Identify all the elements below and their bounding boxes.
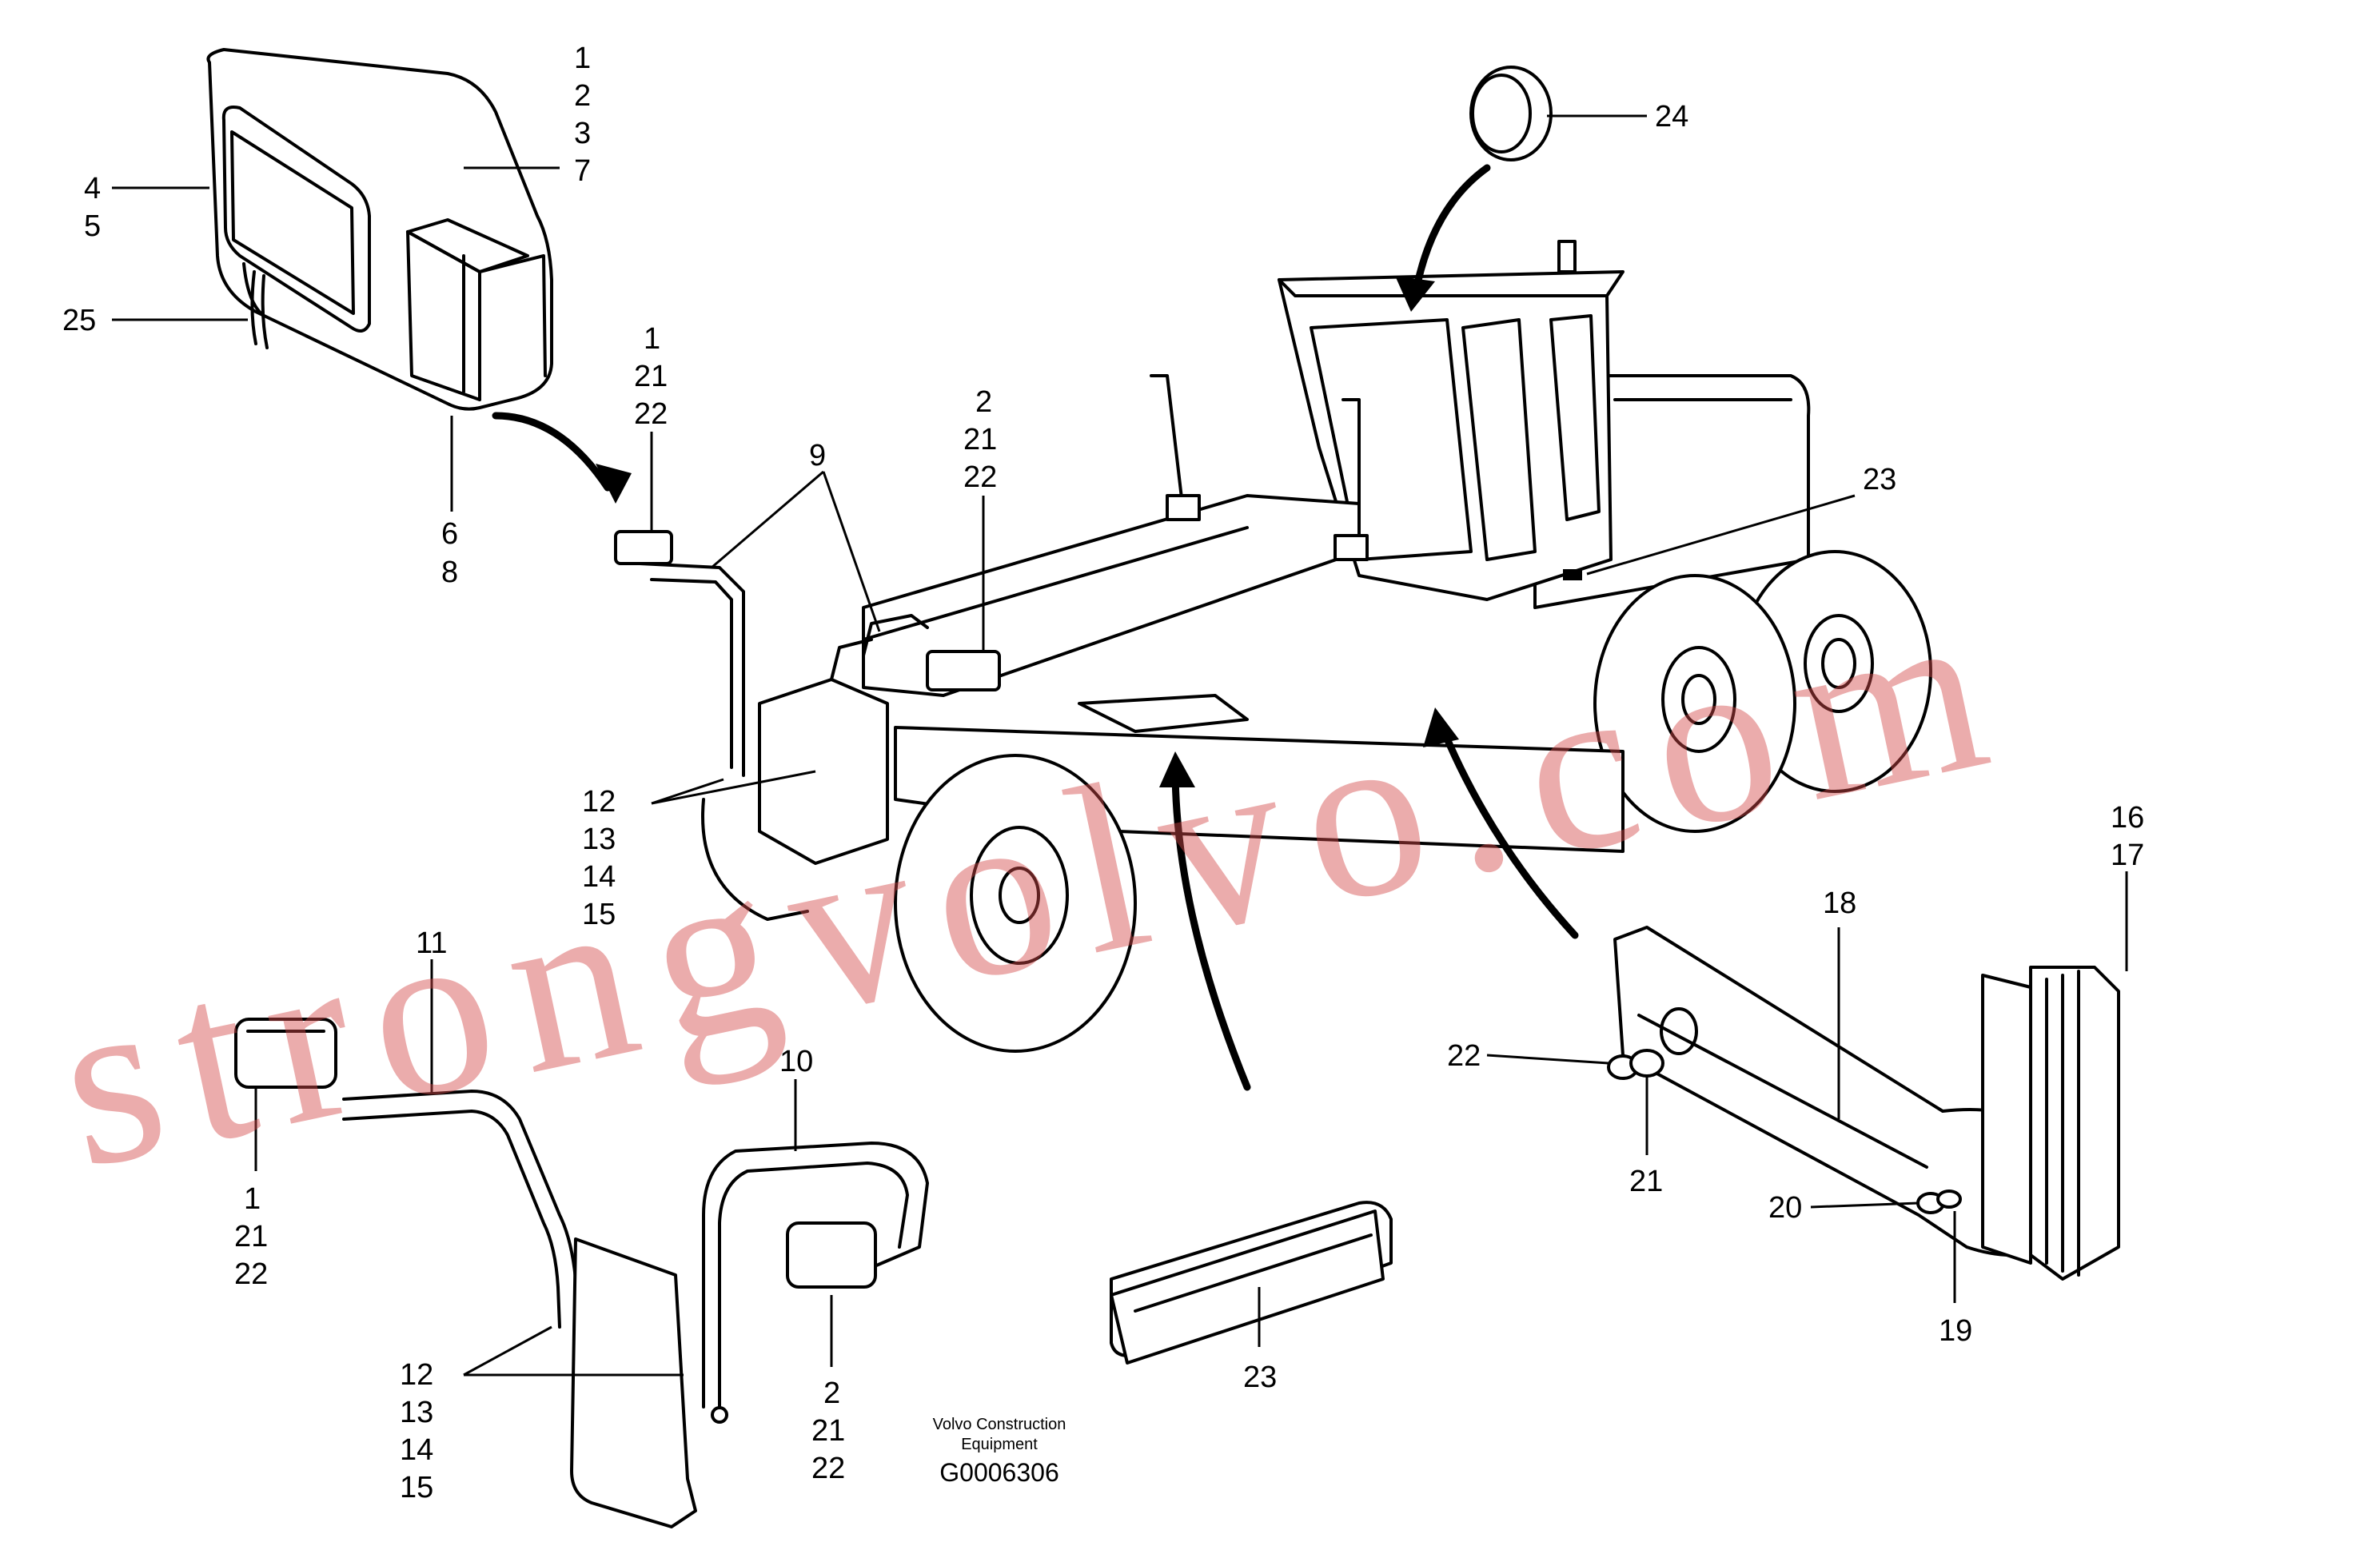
callout-22e: 22 <box>811 1452 845 1485</box>
callout-1b: 1 <box>644 322 660 356</box>
mirror-bracket-11 <box>234 1018 579 1329</box>
maker-line-1: Volvo Construction <box>933 1416 1066 1433</box>
callout-25: 25 <box>62 304 96 337</box>
callout-2: 2 <box>574 79 591 113</box>
callout-21d: 21 <box>234 1220 268 1253</box>
callout-21c: 21 <box>963 423 997 456</box>
callout-21b: 21 <box>634 360 668 393</box>
callout-12b: 12 <box>400 1358 433 1392</box>
footer: Volvo Construction Equipment G0006306 <box>933 1416 1066 1487</box>
mirror-glass-lower-left <box>570 1237 697 1528</box>
arrows <box>492 164 1579 1091</box>
callout-22d: 22 <box>234 1257 268 1291</box>
callout-11: 11 <box>416 926 447 960</box>
rear-light-16-17 <box>1981 966 2120 1281</box>
callout-6: 6 <box>441 517 458 551</box>
callout-17: 17 <box>2111 839 2144 872</box>
drawing-code: G0006306 <box>939 1458 1058 1487</box>
callout-22c: 22 <box>963 460 997 494</box>
callout-2c: 2 <box>975 385 992 419</box>
arrow-plate-to-grader <box>1171 763 1251 1091</box>
maker-line-2: Equipment <box>961 1436 1038 1453</box>
callout-15a: 15 <box>582 898 616 931</box>
callout-13a: 13 <box>582 823 616 856</box>
callout-12a: 12 <box>582 785 616 819</box>
arrow-beacon-to-cab <box>1411 164 1491 300</box>
callout-15b: 15 <box>400 1471 433 1504</box>
motor-grader <box>614 240 1932 1053</box>
callout-10: 10 <box>779 1045 813 1078</box>
beacon-dome <box>1469 66 1553 161</box>
work-light-cable <box>250 270 269 349</box>
work-light-housing <box>206 48 553 411</box>
arrow-light-to-mirror <box>492 412 612 492</box>
callout-4: 4 <box>84 172 101 205</box>
mirror-bracket-10 <box>702 1142 929 1424</box>
callout-22b: 22 <box>634 397 668 431</box>
callout-23b: 23 <box>1243 1361 1277 1394</box>
callout-2e: 2 <box>823 1377 840 1410</box>
callout-18: 18 <box>1823 887 1856 920</box>
callout-19: 19 <box>1939 1314 1972 1348</box>
callout-3: 3 <box>574 117 591 150</box>
callout-21f: 21 <box>1629 1165 1663 1198</box>
callout-20: 20 <box>1768 1191 1802 1225</box>
callout-24: 24 <box>1655 100 1688 133</box>
callout-23a: 23 <box>1863 463 1896 496</box>
callout-14b: 14 <box>400 1433 433 1467</box>
callout-14a: 14 <box>582 860 616 894</box>
callout-13b: 13 <box>400 1396 433 1429</box>
callout-1: 1 <box>574 42 591 75</box>
callout-5: 5 <box>84 209 101 243</box>
callout-9: 9 <box>809 439 826 472</box>
callout-1d: 1 <box>244 1182 261 1216</box>
rear-fasteners <box>1607 1049 1962 1214</box>
callout-8: 8 <box>441 556 458 589</box>
callout-16: 16 <box>2111 801 2144 835</box>
arrow-rear-to-grader <box>1435 715 1579 939</box>
mirror-plate-23 <box>1110 1201 1393 1365</box>
leader-lines <box>112 114 2128 1377</box>
callout-21e: 21 <box>811 1414 845 1448</box>
callout-7: 7 <box>574 154 591 188</box>
callout-22f: 22 <box>1447 1039 1481 1073</box>
callouts: 1 2 3 7 4 5 25 6 8 1 21 22 9 2 21 22 24 … <box>62 42 2144 1504</box>
